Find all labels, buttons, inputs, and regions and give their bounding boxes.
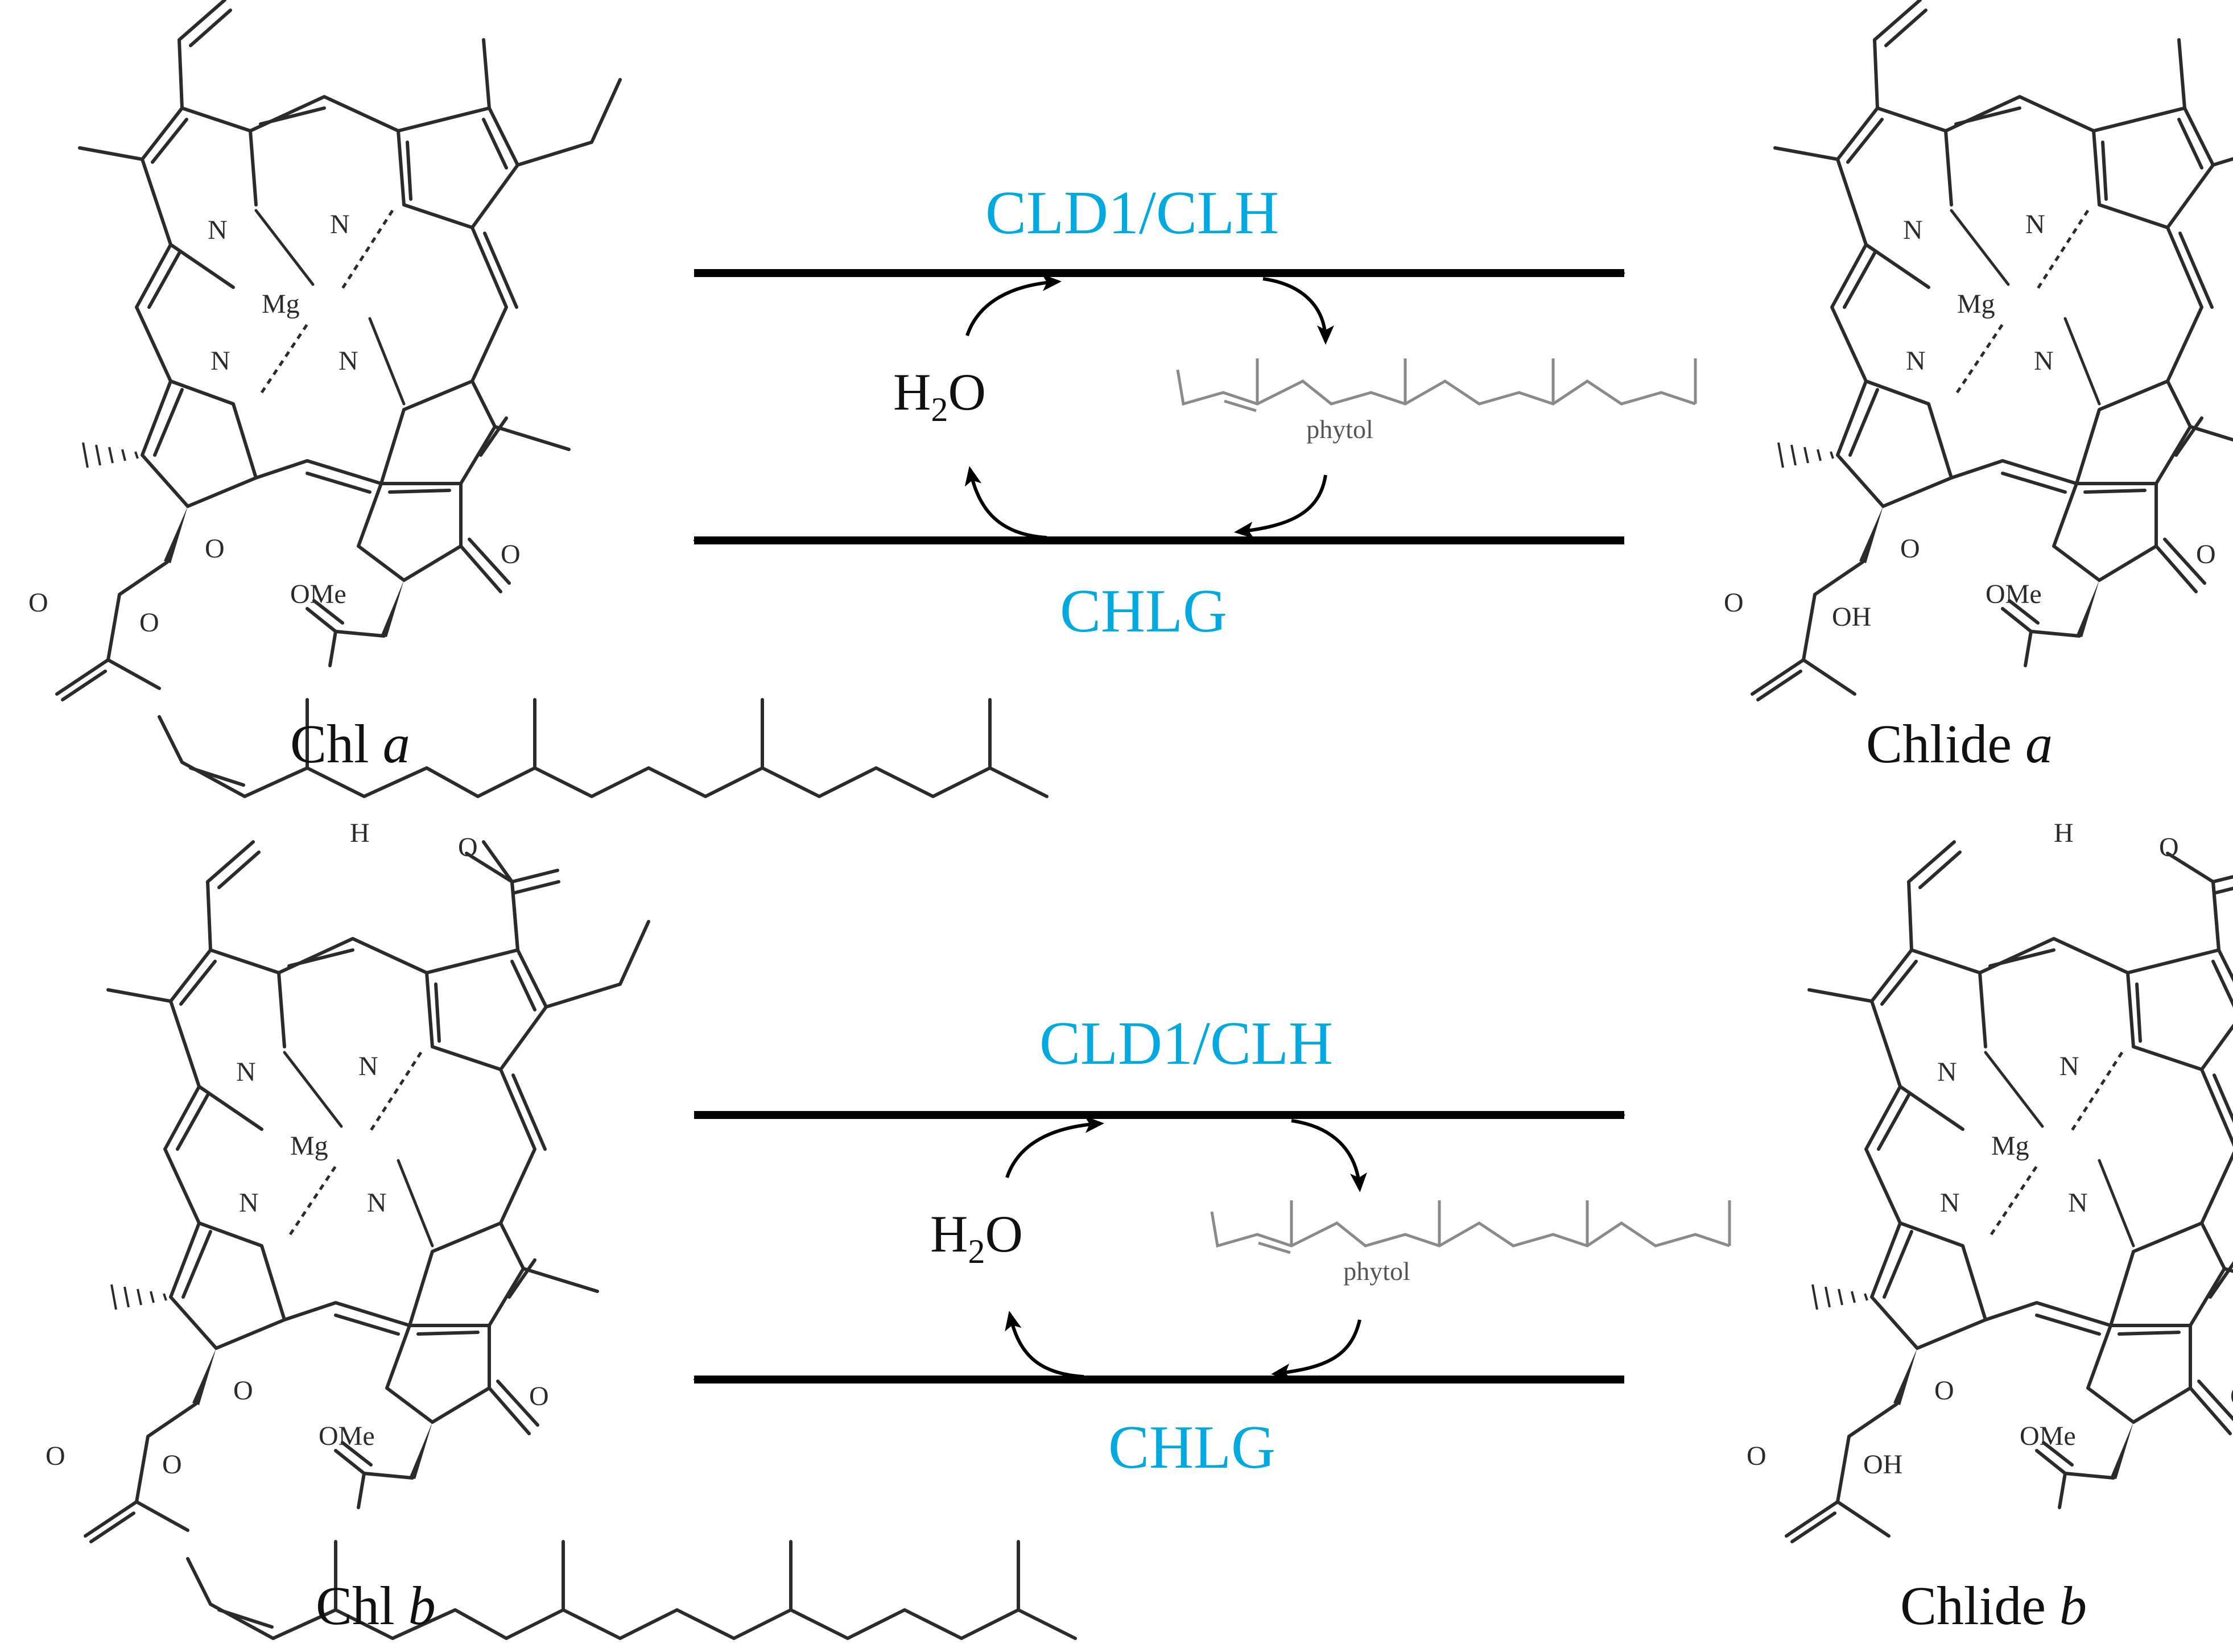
- atom-ome: OMe: [290, 579, 346, 609]
- atom-n: N: [330, 209, 350, 239]
- chlide-a-label: Chlide a: [1866, 713, 2053, 774]
- atom-o: O: [1747, 1441, 1766, 1471]
- phytol-in-curve: [1234, 474, 1327, 539]
- phytol-out-curve: [1291, 1119, 1367, 1192]
- forward-enzyme-label: CLD1/CLH: [1039, 1010, 1333, 1077]
- atom-oh: OH: [1863, 1449, 1902, 1480]
- reverse-enzyme-label: CHLG: [1060, 577, 1227, 645]
- atom-n: N: [367, 1188, 387, 1218]
- atom-mg: Mg: [262, 289, 300, 319]
- chl-a-structure: N N Mg N N O O OMe O O: [28, 0, 1047, 796]
- atom-h: H: [350, 818, 370, 848]
- bottom-reaction-arrows: [693, 1111, 1625, 1383]
- atom-o: O: [233, 1376, 253, 1406]
- atom-o: O: [1724, 588, 1744, 618]
- atom-n: N: [2034, 346, 2054, 376]
- forward-enzyme-label: CLD1/CLH: [985, 179, 1279, 247]
- chlide-b-structure: H O N N Mg N N O O OMe O OH: [1747, 818, 2233, 1543]
- atom-o: O: [162, 1449, 182, 1480]
- atom-n: N: [2068, 1188, 2088, 1218]
- atom-oh: OH: [1832, 602, 1871, 632]
- water-label: H2O: [893, 363, 986, 428]
- atom-n: N: [1903, 215, 1923, 245]
- top-reaction-arrows: [693, 269, 1625, 544]
- atom-n: N: [1937, 1057, 1957, 1087]
- reverse-enzyme-label: CHLG: [1108, 1414, 1276, 1481]
- chl-b-structure: H O N N Mg N N O O OMe O O: [46, 818, 1075, 1638]
- atom-o: O: [2230, 1381, 2233, 1411]
- phytol-out-curve: [1262, 277, 1334, 345]
- atom-n: N: [210, 346, 230, 376]
- atom-h: H: [2054, 818, 2074, 848]
- atom-n: N: [1940, 1188, 1960, 1218]
- phytol-structure: [1212, 1200, 1730, 1253]
- chlide-a-structure: N N Mg N N O O OMe O OH: [1724, 0, 2233, 701]
- water-out-curve: [964, 466, 1047, 539]
- atom-o: O: [205, 534, 225, 564]
- atom-o: O: [2196, 539, 2216, 569]
- water-in-curve: [1005, 1116, 1104, 1178]
- atom-n: N: [236, 1057, 256, 1087]
- atom-o: O: [2159, 832, 2179, 862]
- chlide-b-label: Chlide b: [1900, 1575, 2087, 1636]
- atom-o: O: [501, 539, 521, 569]
- atom-n: N: [208, 215, 228, 245]
- phytol-in-curve: [1271, 1319, 1361, 1381]
- atom-o: O: [139, 608, 159, 638]
- atom-n: N: [2025, 209, 2045, 239]
- phytol-structure: [1178, 358, 1695, 411]
- water-label: H2O: [930, 1205, 1023, 1270]
- atom-mg: Mg: [290, 1131, 328, 1161]
- atom-o: O: [46, 1441, 65, 1471]
- phytol-label: phytol: [1306, 415, 1373, 444]
- atom-o: O: [1934, 1376, 1954, 1406]
- atom-n: N: [239, 1188, 259, 1218]
- atom-n: N: [2059, 1051, 2079, 1081]
- atom-n: N: [339, 346, 358, 376]
- chl-a-label: Chl a: [290, 713, 410, 774]
- atom-ome: OMe: [1986, 579, 2042, 609]
- atom-mg: Mg: [1957, 289, 1995, 319]
- atom-ome: OMe: [319, 1421, 375, 1451]
- atom-n: N: [1906, 346, 1926, 376]
- atom-o: O: [28, 588, 48, 618]
- atom-mg: Mg: [1991, 1131, 2029, 1161]
- atom-ome: OMe: [2020, 1421, 2076, 1451]
- atom-o: O: [1900, 534, 1920, 564]
- water-out-curve: [1005, 1311, 1084, 1378]
- chl-b-label: Chl b: [316, 1575, 436, 1636]
- atom-o: O: [529, 1381, 549, 1411]
- atom-o: O: [458, 832, 478, 862]
- phytol-label: phytol: [1343, 1257, 1410, 1286]
- atom-n: N: [358, 1051, 378, 1081]
- water-in-curve: [965, 274, 1062, 336]
